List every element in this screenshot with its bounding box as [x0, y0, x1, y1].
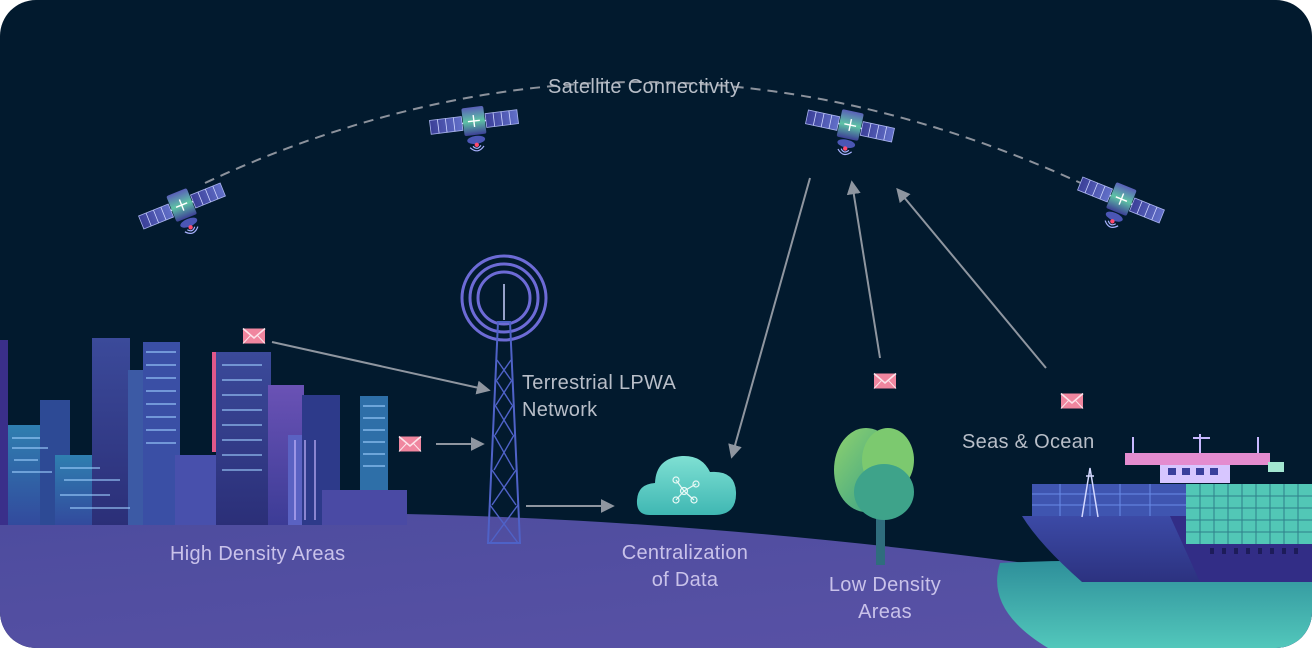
satellite-icon [134, 174, 235, 251]
ground-terrain [0, 514, 1312, 648]
terrestrial-label-line2: Network [522, 399, 598, 421]
centralization-label-line2: of Data [651, 569, 719, 591]
container-ship-icon [1022, 434, 1312, 582]
connector-satellite-to-cloud [728, 177, 811, 459]
connector-lowdensity-to-satellite [846, 180, 881, 359]
satellite-connectivity-label: Satellite Connectivity [548, 76, 741, 98]
envelope-icon [873, 372, 897, 390]
low-density-label-line1: Low Density [828, 574, 942, 596]
satellite-icon [427, 100, 522, 157]
terrestrial-label-line1: Terrestrial LPWA [522, 372, 677, 394]
orbit-path [204, 81, 1086, 186]
envelope-icon [1060, 392, 1084, 410]
city-skyline-icon [0, 338, 407, 525]
radio-tower-icon [460, 254, 548, 544]
envelope-icon [242, 327, 266, 345]
satellite-icon [1068, 168, 1169, 245]
connector-sea-to-satellite [896, 187, 1047, 369]
low-density-label: Low Density Areas [810, 572, 960, 626]
seas-ocean-label: Seas & Ocean [962, 431, 1095, 453]
cloud-network-icon [636, 455, 737, 515]
centralization-label-line1: Centralization [621, 542, 749, 564]
tree-icon [834, 428, 914, 565]
terrestrial-network-label: Terrestrial LPWA Network [522, 370, 676, 424]
satellite-icon [800, 101, 897, 165]
sea-area [997, 560, 1312, 648]
high-density-label: High Density Areas [170, 543, 346, 565]
low-density-label-line2: Areas [858, 601, 912, 623]
connector-city-to-tower [271, 341, 491, 395]
centralization-label: Centralization of Data [600, 540, 770, 594]
envelope-icon [398, 435, 422, 453]
